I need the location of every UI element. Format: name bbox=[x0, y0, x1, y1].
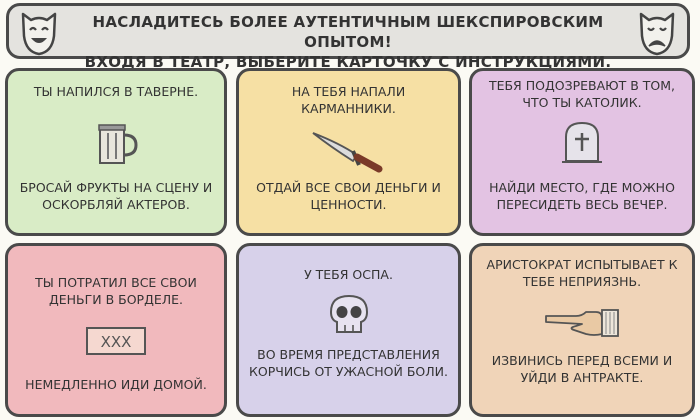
pointing-hand-icon bbox=[545, 309, 619, 337]
card-instruction: Немедленно иди домой. bbox=[25, 377, 207, 392]
card-aristocrat: Аристократ испытывает к тебе неприязнь. … bbox=[469, 243, 695, 417]
banner-line-2: ВХОДЯ В ТЕАТР, ВЫБЕРИТЕ КАРТОЧКУ С ИНСТР… bbox=[84, 53, 612, 71]
xxx-sign-icon: XXX bbox=[86, 327, 146, 355]
card-instruction: Извинись перед всеми и уйди в антракте. bbox=[491, 353, 673, 385]
card-smallpox: У тебя оспа. Во время представления корч… bbox=[236, 243, 461, 417]
comedy-mask-icon bbox=[21, 12, 57, 56]
card-situation: Ты напился в таверне. bbox=[33, 84, 199, 99]
banner-text: НАСЛАДИТЕСЬ БОЛЕЕ АУТЕНТИЧНЫМ ШЕКСПИРОВС… bbox=[67, 12, 629, 72]
card-instruction: Бросай фрукты на сцену и оскорбляй актер… bbox=[19, 180, 213, 212]
tombstone-icon bbox=[562, 121, 602, 163]
dagger-icon bbox=[311, 132, 382, 173]
card-instruction: Найди место, где можно пересидеть весь в… bbox=[489, 180, 675, 212]
card-tavern: Ты напился в таверне. Бросай фрукты на с… bbox=[5, 68, 227, 236]
card-situation: Тебя подозревают в том, что ты католик. bbox=[488, 78, 676, 110]
beer-mug-icon bbox=[98, 124, 138, 164]
card-instruction: Отдай все свои деньги и ценности. bbox=[256, 180, 441, 212]
card-instruction: Во время представления корчись от ужасно… bbox=[249, 347, 448, 379]
card-pickpockets: На тебя напали карманники. Отдай все сво… bbox=[236, 68, 461, 236]
card-situation: У тебя оспа. bbox=[304, 267, 393, 282]
header-banner: НАСЛАДИТЕСЬ БОЛЕЕ АУТЕНТИЧНЫМ ШЕКСПИРОВС… bbox=[6, 3, 690, 71]
skull-icon bbox=[329, 294, 368, 333]
banner-line-1: НАСЛАДИТЕСЬ БОЛЕЕ АУТЕНТИЧНЫМ ШЕКСПИРОВС… bbox=[92, 13, 604, 51]
card-catholic: Тебя подозревают в том, что ты католик. … bbox=[469, 68, 695, 236]
card-situation: Аристократ испытывает к тебе неприязнь. bbox=[486, 257, 678, 289]
xxx-sign-text: XXX bbox=[101, 333, 132, 351]
tragedy-mask-icon bbox=[639, 12, 675, 56]
card-situation: Ты потратил все свои деньги в борделе. bbox=[35, 275, 197, 307]
card-situation: На тебя напали карманники. bbox=[291, 84, 406, 116]
card-brothel: Ты потратил все свои деньги в борделе. X… bbox=[5, 243, 227, 417]
